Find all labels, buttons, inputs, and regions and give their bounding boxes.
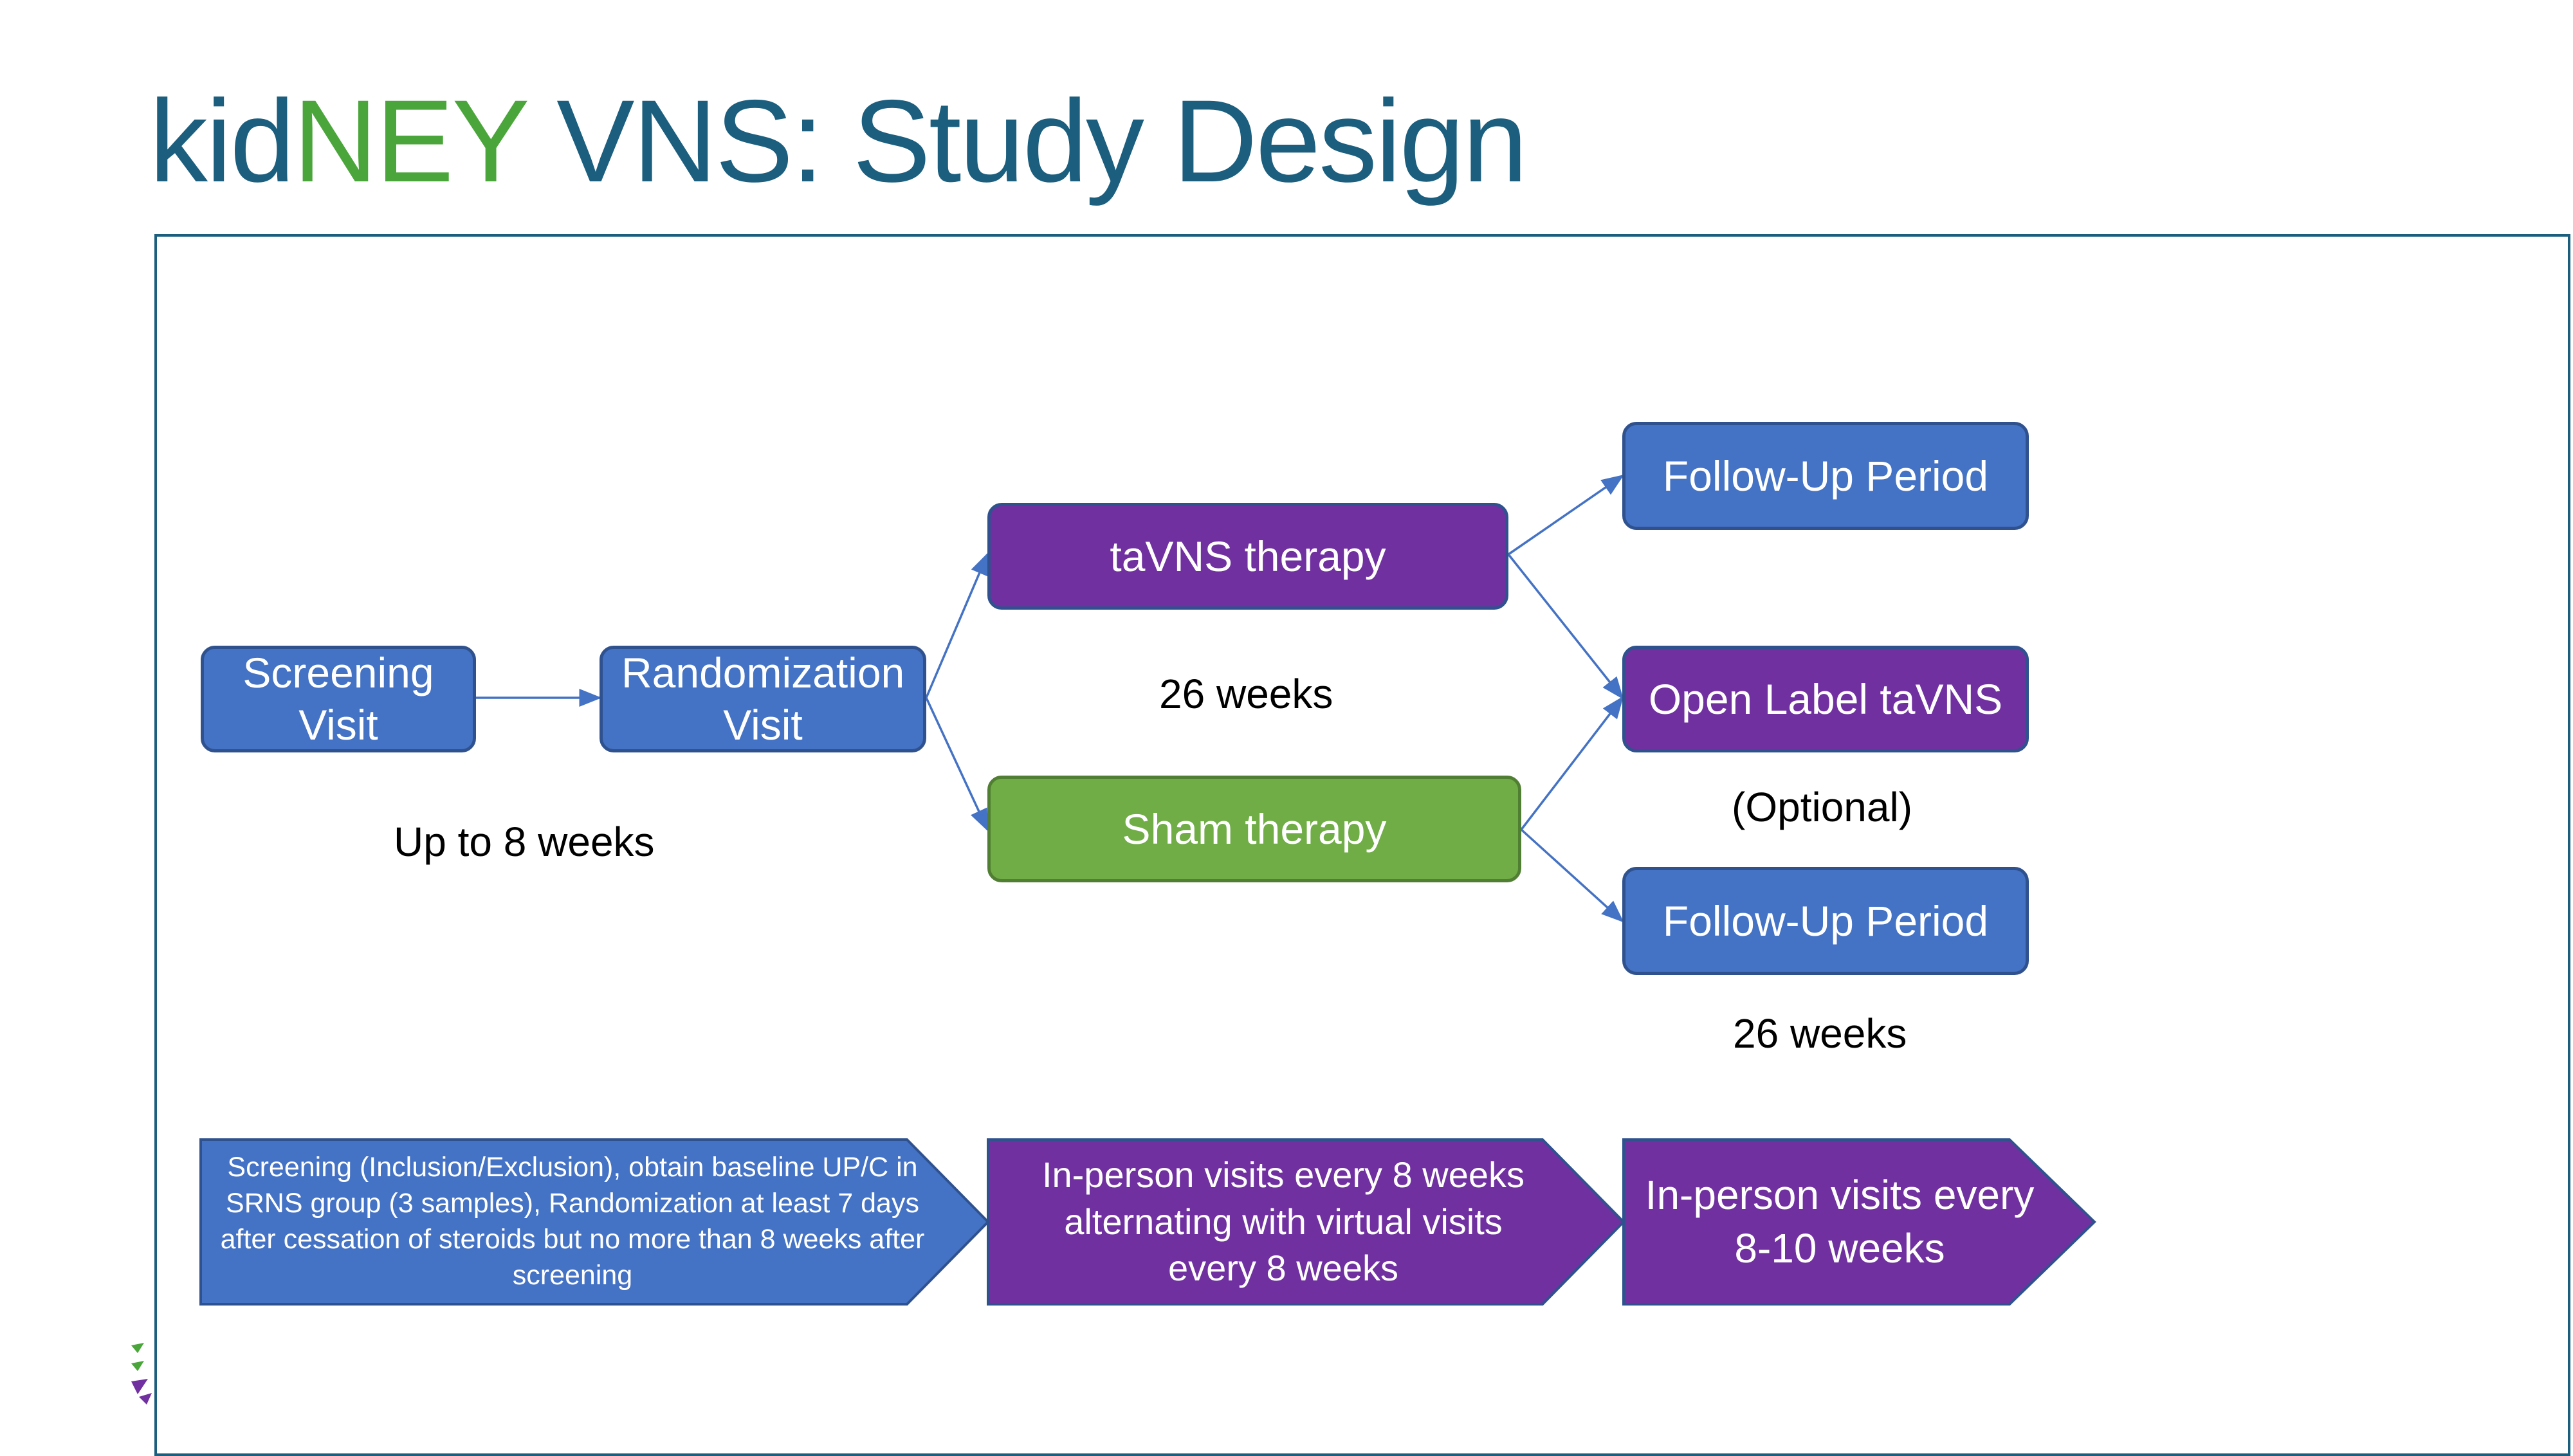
timeline-phase-followup-text: In-person visits every 8-10 weeks [1645, 1171, 2035, 1271]
screening-duration-label: Up to 8 weeks [394, 819, 655, 865]
follow-up-period-box-top: Follow-Up Period [1622, 422, 2029, 530]
arrow-sham-to-followup [1520, 828, 1624, 923]
arrow-randomization-to-tavns [925, 552, 989, 698]
timeline-phase-screening-text: Screening (Inclusion/Exclusion), obtain … [220, 1152, 925, 1291]
optional-label: (Optional) [1732, 784, 1912, 830]
arrow-tavns-to-openlabel [1507, 553, 1624, 700]
randomization-visit-box: Randomization Visit [600, 646, 926, 752]
follow-up-period-box-bottom: Follow-Up Period [1622, 867, 2029, 975]
tavns-therapy-box: taVNS therapy [987, 503, 1508, 610]
treatment-duration-label: 26 weeks [1159, 671, 1333, 717]
open-label-tavns-box: Open Label taVNS [1622, 646, 2029, 752]
followup-duration-label: 26 weeks [1733, 1010, 1907, 1057]
arrow-tavns-to-followup [1508, 475, 1624, 556]
page-title: kidNEY VNS: Study Design [149, 75, 1528, 206]
arrow-sham-to-openlabel [1520, 696, 1624, 831]
screening-visit-box: Screening Visit [201, 646, 476, 752]
timeline-phase-treatment-text: In-person visits every 8 weeks alternati… [1041, 1154, 1525, 1289]
timeline-chevron-3 [1622, 1138, 2096, 1306]
timeline-chevron-1 [199, 1138, 990, 1306]
timeline-chevron-2 [987, 1138, 1625, 1306]
sham-therapy-box: Sham therapy [987, 776, 1521, 882]
arrow-randomization-to-sham [925, 697, 989, 832]
logo-icon [131, 1343, 152, 1405]
title-accent: NEY [293, 75, 528, 206]
